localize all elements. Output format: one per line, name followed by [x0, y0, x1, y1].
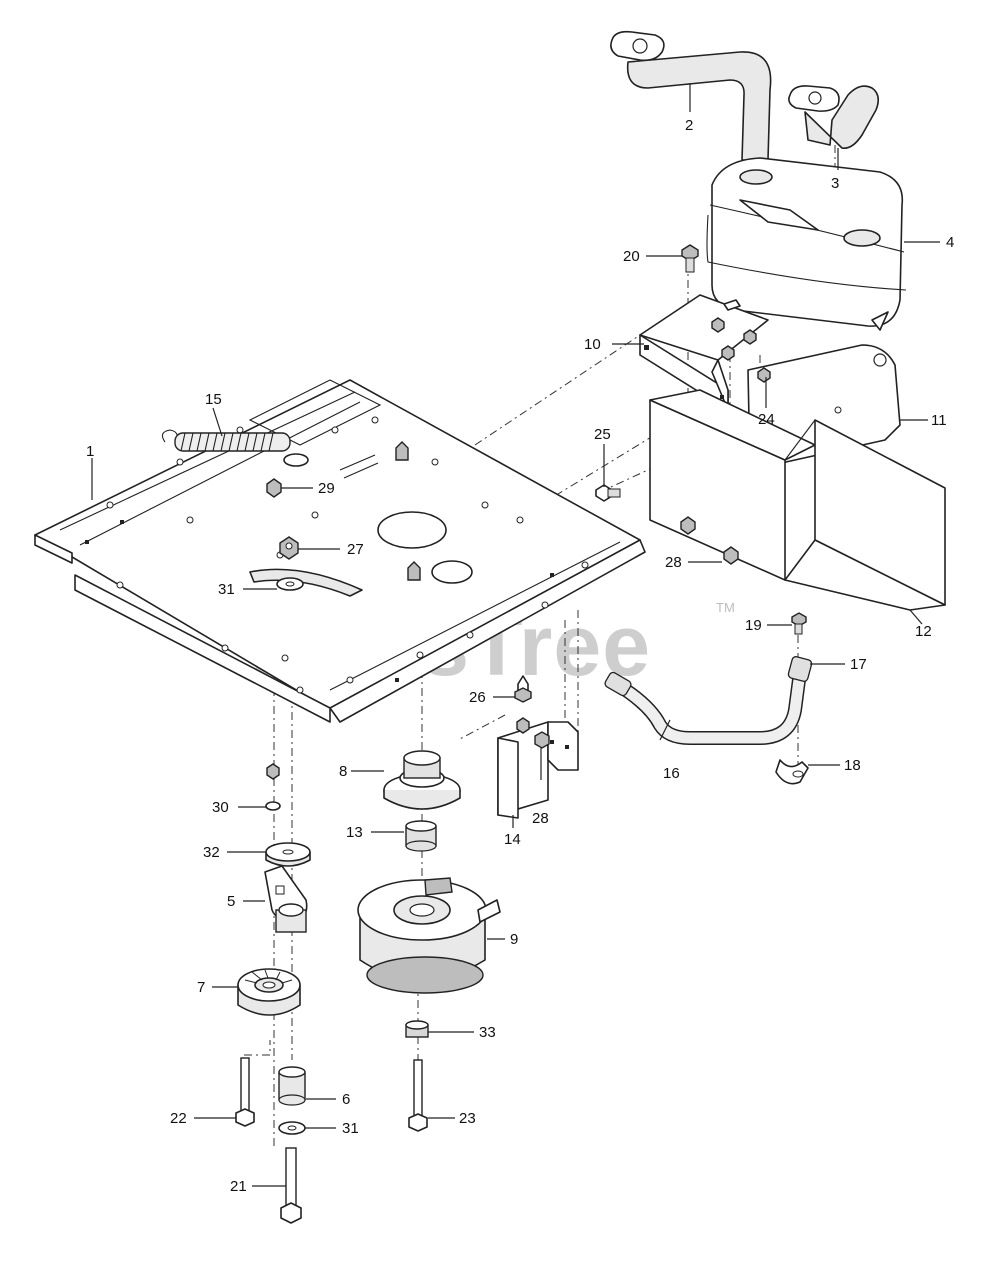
- washer-31-upper: [276, 577, 304, 591]
- callout-25: 25: [594, 426, 611, 443]
- nut-30: [265, 763, 281, 811]
- pto-clutch: [357, 877, 501, 994]
- callout-11: 11: [931, 412, 947, 429]
- callout-16: 16: [663, 765, 680, 782]
- deck-plate: [34, 379, 646, 723]
- spacer-33: [405, 1020, 429, 1038]
- callout-31-lower: 31: [342, 1120, 359, 1137]
- callout-15: 15: [205, 391, 222, 408]
- callout-22: 22: [170, 1110, 187, 1127]
- callout-2: 2: [685, 117, 693, 134]
- callout-12: 12: [915, 623, 932, 640]
- exhaust-pipe-left: [610, 30, 772, 161]
- callout-7: 7: [197, 979, 205, 996]
- callout-6: 6: [342, 1091, 350, 1108]
- clutch-bracket: [497, 717, 579, 819]
- callout-33: 33: [479, 1024, 496, 1041]
- callout-24: 24: [758, 411, 775, 428]
- callout-4: 4: [946, 234, 954, 251]
- callout-17: 17: [850, 656, 867, 673]
- nut-29: [266, 478, 282, 498]
- muffler-bracket: [639, 294, 769, 411]
- callout-26: 26: [469, 689, 486, 706]
- callout-28-lower: 28: [532, 810, 549, 827]
- callout-31-upper: 31: [218, 581, 235, 598]
- callout-20: 20: [623, 248, 640, 265]
- nut-28-lower: [680, 516, 696, 535]
- callout-30: 30: [212, 799, 229, 816]
- callout-27: 27: [347, 541, 364, 558]
- fuel-line: [604, 656, 813, 745]
- callout-32: 32: [203, 844, 220, 861]
- callout-9: 9: [510, 931, 518, 948]
- callout-8: 8: [339, 763, 347, 780]
- bolt-25: [595, 484, 621, 502]
- callout-19: 19: [745, 617, 762, 634]
- callout-1: 1: [86, 443, 94, 460]
- pulley-8: [383, 750, 461, 810]
- idler-pulley: [237, 968, 301, 1016]
- bolt-20: [681, 244, 699, 273]
- callout-10: 10: [584, 336, 601, 353]
- washer-31-lower: [278, 1121, 306, 1135]
- leader-lines: [91, 83, 940, 1187]
- callout-labels: 1 2 3 4 5 6 7 8 9 10 11 12 13 14 15 16 1…: [86, 117, 954, 1195]
- shield-box: [649, 389, 946, 611]
- nut-27: [279, 536, 299, 560]
- callout-18: 18: [844, 757, 861, 774]
- callout-14: 14: [504, 831, 521, 848]
- watermark-tm: TM: [716, 600, 735, 615]
- callout-5: 5: [227, 893, 235, 910]
- bushing: [278, 1066, 306, 1106]
- spacer-13: [405, 820, 437, 852]
- callout-28-upper: 28: [665, 554, 682, 571]
- callout-13: 13: [346, 824, 363, 841]
- bolt-22: [235, 1057, 255, 1127]
- washer-32: [265, 842, 311, 867]
- callout-23: 23: [459, 1110, 476, 1127]
- callout-3: 3: [831, 175, 839, 192]
- exhaust-pipe-right: [788, 85, 880, 150]
- clamp: [775, 759, 809, 785]
- spring: [161, 429, 309, 467]
- bolt-21: [280, 1147, 302, 1224]
- bolt-23: [408, 1059, 428, 1132]
- muffler: [706, 157, 907, 331]
- bolt-26: [514, 675, 532, 703]
- idler-arm: [264, 865, 308, 933]
- callout-21: 21: [230, 1178, 247, 1195]
- bolt-19: [791, 612, 807, 635]
- nut-28-upper: [723, 546, 739, 565]
- callout-29: 29: [318, 480, 335, 497]
